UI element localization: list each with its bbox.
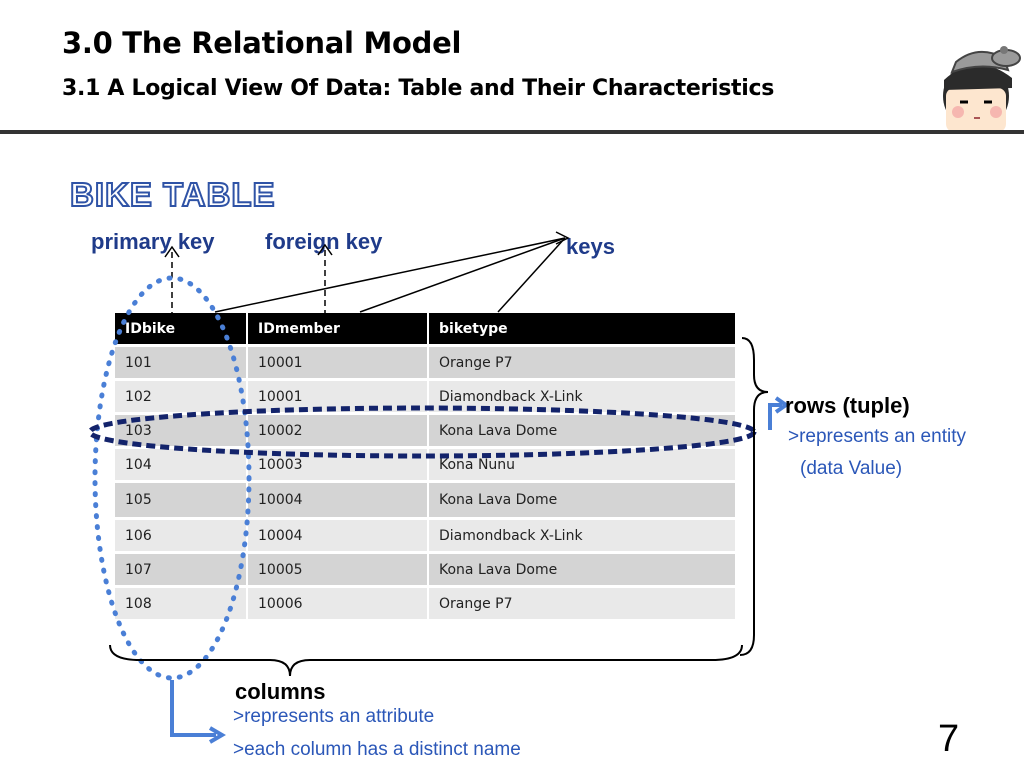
table-row: 105 10004 Kona Lava Dome	[115, 480, 737, 519]
table-cell: 10001	[247, 378, 429, 414]
columns-brace	[109, 644, 743, 677]
rows-note-value: (data Value)	[800, 458, 903, 479]
table-cell: 10004	[247, 517, 429, 553]
columns-label: columns	[235, 679, 326, 704]
foreign-key-label: foreign key	[265, 229, 383, 254]
bike-table: IDbike IDmember biketype 101 10001 Orang…	[115, 313, 737, 619]
table-row: 101 10001 Orange P7	[115, 344, 737, 380]
cartoon-face-with-cap-icon	[943, 46, 1021, 132]
table-row: 108 10006 Orange P7	[115, 585, 737, 619]
columns-note-distinct: >each column has a distinct name	[233, 739, 521, 760]
table-row: 104 10003 Kona Nunu	[115, 446, 737, 482]
table-cell: 10002	[247, 412, 429, 448]
arrowhead-icon	[555, 231, 570, 245]
header-divider	[0, 130, 1024, 134]
table-cell: 104	[115, 446, 248, 482]
rows-elbow-arrow	[768, 403, 782, 430]
key-pointer-line	[497, 237, 566, 313]
primary-key-label: primary key	[91, 229, 215, 254]
columns-elbow-arrow	[170, 680, 216, 737]
slide-subtitle: 3.1 A Logical View Of Data: Table and Th…	[62, 76, 775, 101]
table-cell: Kona Lava Dome	[428, 551, 737, 587]
table-cell: 105	[115, 480, 248, 519]
table-cell: Kona Lava Dome	[428, 480, 737, 519]
keys-label: keys	[566, 234, 615, 259]
table-header-row: IDbike IDmember biketype	[115, 313, 737, 346]
arrowhead-icon	[208, 726, 226, 744]
table-cell: 101	[115, 344, 248, 380]
key-pointer-line	[214, 237, 566, 313]
columns-note-attribute: >represents an attribute	[233, 706, 435, 727]
slide-title: 3.0 The Relational Model	[62, 26, 462, 60]
arrowhead-icon	[317, 243, 333, 256]
row-highlight-ellipse	[87, 405, 757, 459]
column-highlight-ellipse	[92, 275, 252, 681]
table-cell: 107	[115, 551, 248, 587]
key-pointer-line	[359, 237, 566, 313]
table-cell: Diamondback X-Link	[428, 517, 737, 553]
rows-brace	[739, 337, 769, 656]
rows-note-entity: >represents an entity	[788, 426, 966, 447]
table-cell: 10001	[247, 344, 429, 380]
table-row: 107 10005 Kona Lava Dome	[115, 551, 737, 587]
table-cell: 10004	[247, 480, 429, 519]
table-row: 103 10002 Kona Lava Dome	[115, 412, 737, 448]
table-cell: 10006	[247, 585, 429, 619]
table-cell: Orange P7	[428, 344, 737, 380]
column-header: biketype	[428, 313, 737, 346]
column-header: IDbike	[115, 313, 248, 346]
table-cell: 102	[115, 378, 248, 414]
section-title: BIKE TABLE	[69, 175, 276, 214]
column-header: IDmember	[247, 313, 429, 346]
rows-label: rows (tuple)	[785, 393, 910, 418]
page-number: 7	[938, 718, 960, 760]
table-row: 102 10001 Diamondback X-Link	[115, 378, 737, 414]
table-cell: Diamondback X-Link	[428, 378, 737, 414]
table-cell: 10003	[247, 446, 429, 482]
arrowhead-icon	[164, 245, 180, 258]
table-row: 106 10004 Diamondback X-Link	[115, 517, 737, 553]
table-cell: Orange P7	[428, 585, 737, 619]
table-cell: 106	[115, 517, 248, 553]
table-cell: 10005	[247, 551, 429, 587]
arrowhead-icon	[774, 396, 790, 414]
table-cell: 108	[115, 585, 248, 619]
